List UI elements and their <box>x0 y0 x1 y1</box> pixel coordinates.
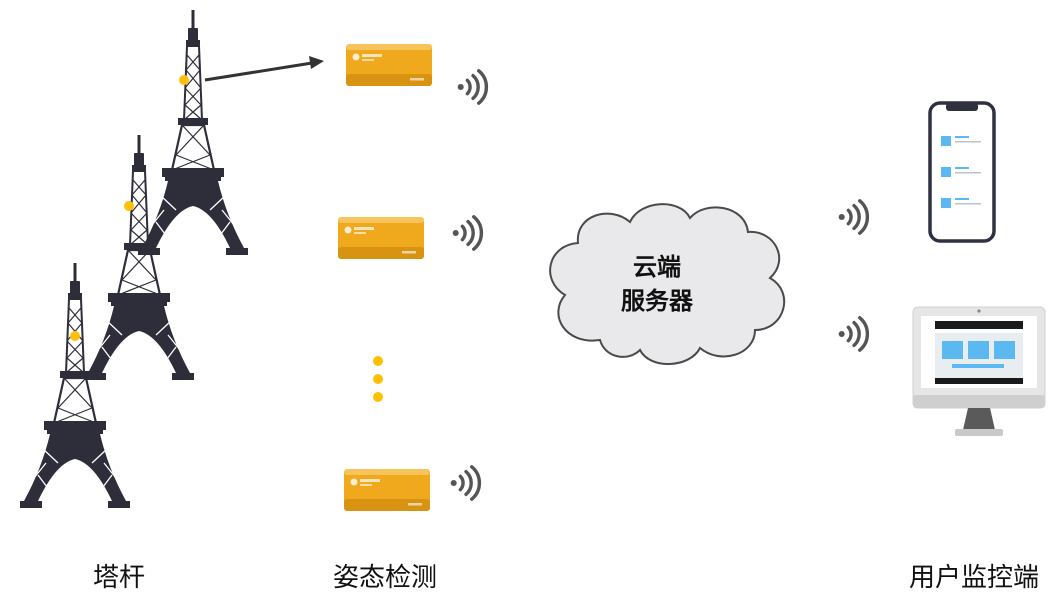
sensor-position-dot <box>70 331 80 341</box>
wireless-signal-icon <box>455 69 489 105</box>
cloud-server-label: 云端 服务器 <box>602 250 712 318</box>
sensor-position-dot <box>124 201 134 211</box>
tower-icon <box>138 10 248 255</box>
label-sensors: 姿态检测 <box>333 563 438 593</box>
label-towers: 塔杆 <box>93 563 146 593</box>
attitude-sensor-icon <box>346 44 432 86</box>
attitude-sensor-icon <box>344 469 430 511</box>
cloud-label-line1: 云端 <box>633 253 681 281</box>
label-users: 用户监控端 <box>909 563 1040 593</box>
smartphone-icon <box>928 101 996 243</box>
arrow-icon <box>204 56 324 82</box>
wireless-signal-icon <box>450 215 484 251</box>
wireless-signal-icon <box>836 316 870 352</box>
sensor-position-dot <box>179 75 189 85</box>
wireless-signal-icon <box>448 465 482 501</box>
desktop-monitor-icon <box>912 306 1046 436</box>
cloud-label-line2: 服务器 <box>621 287 693 315</box>
wireless-signal-icon <box>836 199 870 235</box>
ellipsis-dots <box>373 356 383 402</box>
cloud-icon <box>549 203 786 365</box>
attitude-sensor-icon <box>338 217 424 259</box>
